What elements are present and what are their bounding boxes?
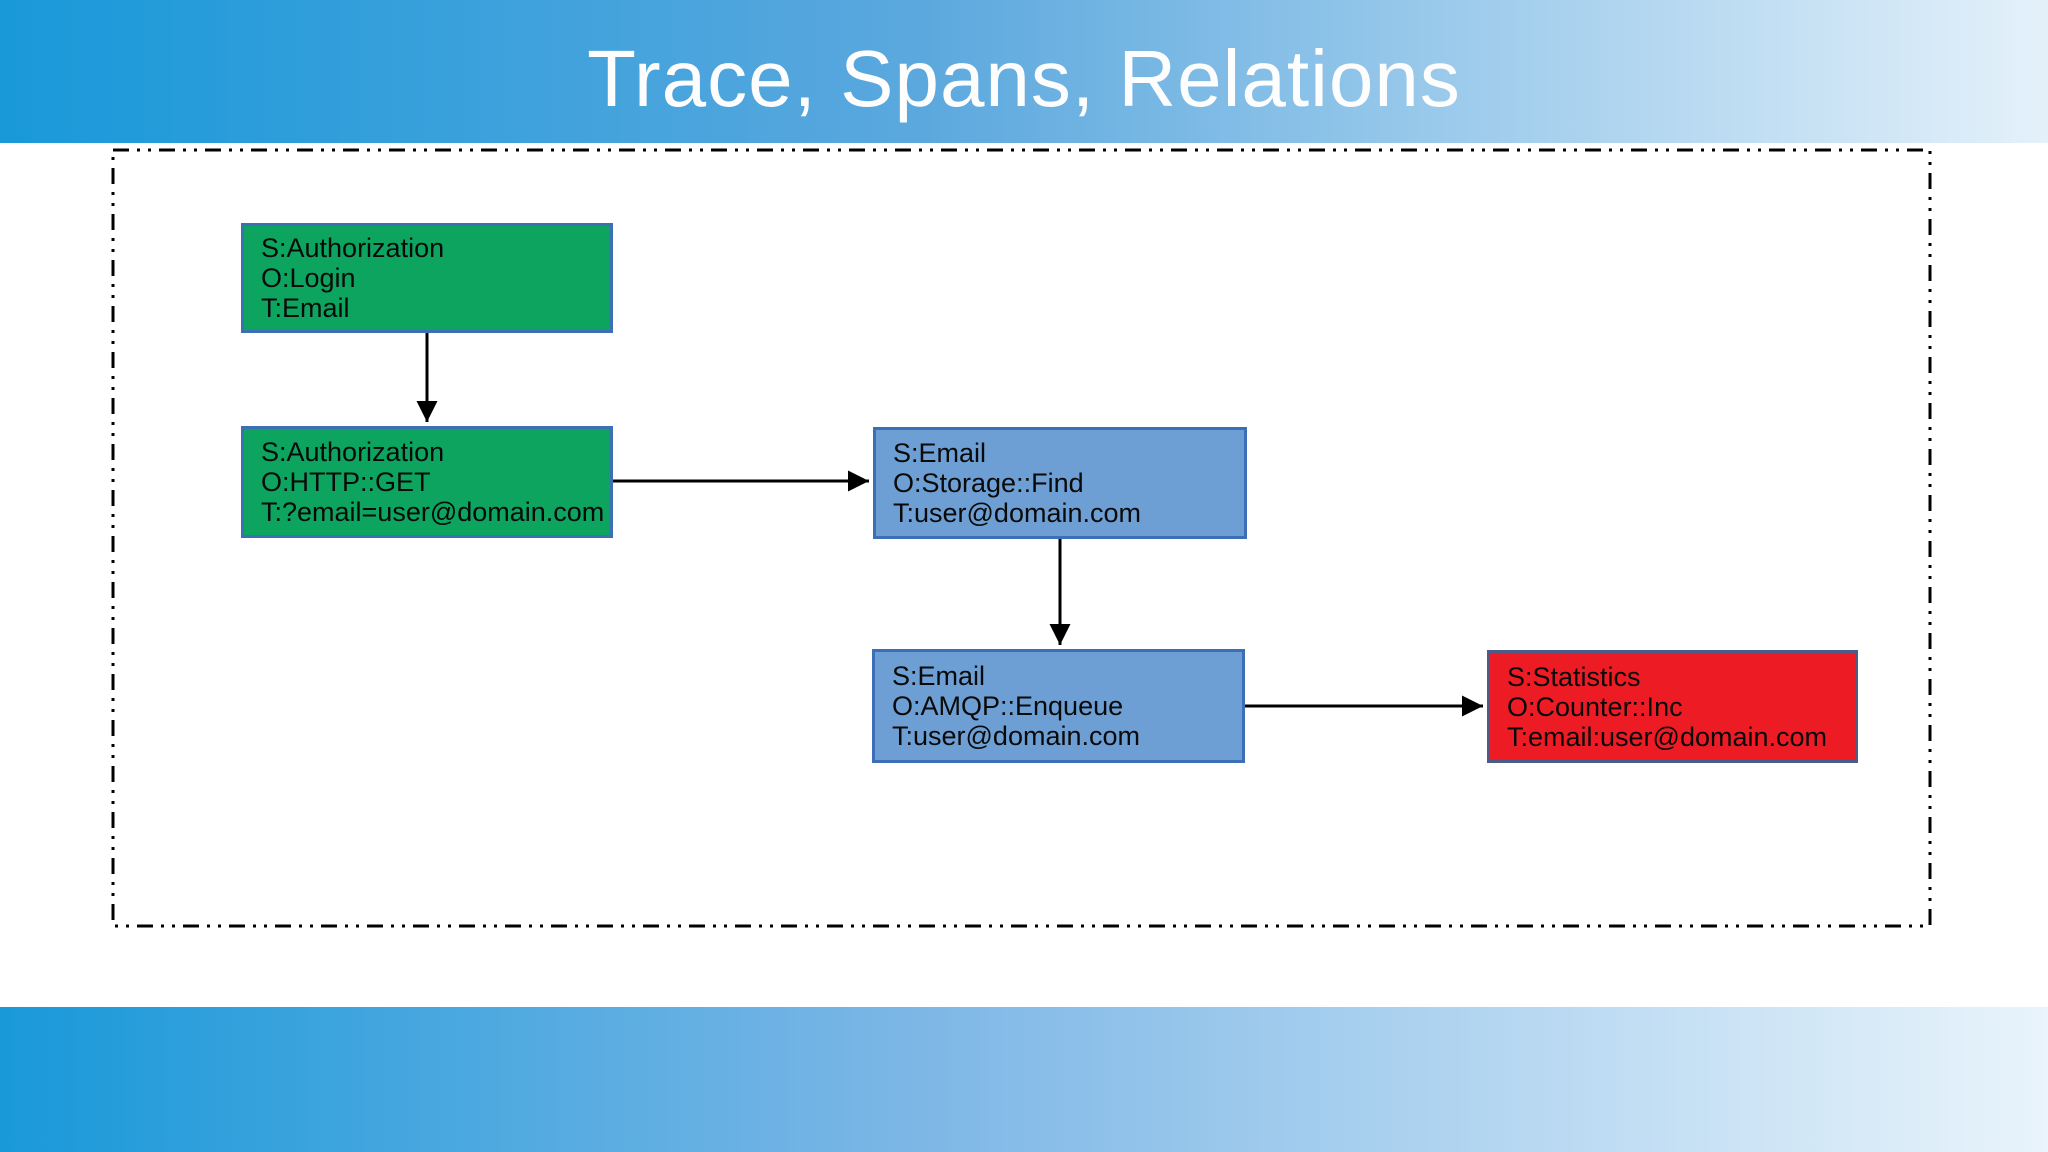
tag-label: T:email:user@domain.com [1507, 721, 1828, 752]
tag-label: T:Email [261, 293, 350, 323]
node-auth-login: S:Authorization O:Login T:Email [241, 223, 613, 333]
slide-header-bar: Trace, Spans, Relations [0, 0, 2048, 143]
node-email-amqp-enqueue: S:Email O:AMQP::Enqueue T:user@domain.co… [872, 649, 1245, 763]
tag-label: T:user@domain.com [893, 498, 1141, 528]
operation-label: O:AMQP::Enqueue [892, 691, 1124, 721]
operation-label: O:Storage::Find [893, 468, 1084, 498]
trace-boundary-dashed-border [111, 148, 1932, 928]
slide-title: Trace, Spans, Relations [587, 33, 1461, 123]
node-email-storage-find: S:Email O:Storage::Find T:user@domain.co… [873, 427, 1247, 539]
operation-label: O:HTTP::GET [261, 467, 431, 497]
operation-label: O:Login [261, 263, 356, 293]
span-label: S:Email [892, 661, 986, 691]
span-label: S:Statistics [1507, 661, 1641, 692]
tag-label: T:user@domain.com [892, 721, 1140, 751]
span-label: S:Email [893, 438, 987, 468]
node-auth-http-get: S:Authorization O:HTTP::GET T:?email=use… [241, 426, 613, 538]
operation-label: O:Counter::Inc [1507, 691, 1683, 722]
slide-footer-bar [0, 1007, 2048, 1152]
tag-label: T:?email=user@domain.com [261, 497, 605, 527]
span-label: S:Authorization [261, 437, 445, 467]
span-label: S:Authorization [261, 233, 445, 263]
node-statistics-counter-inc: S:Statistics O:Counter::Inc T:email:user… [1487, 650, 1858, 763]
